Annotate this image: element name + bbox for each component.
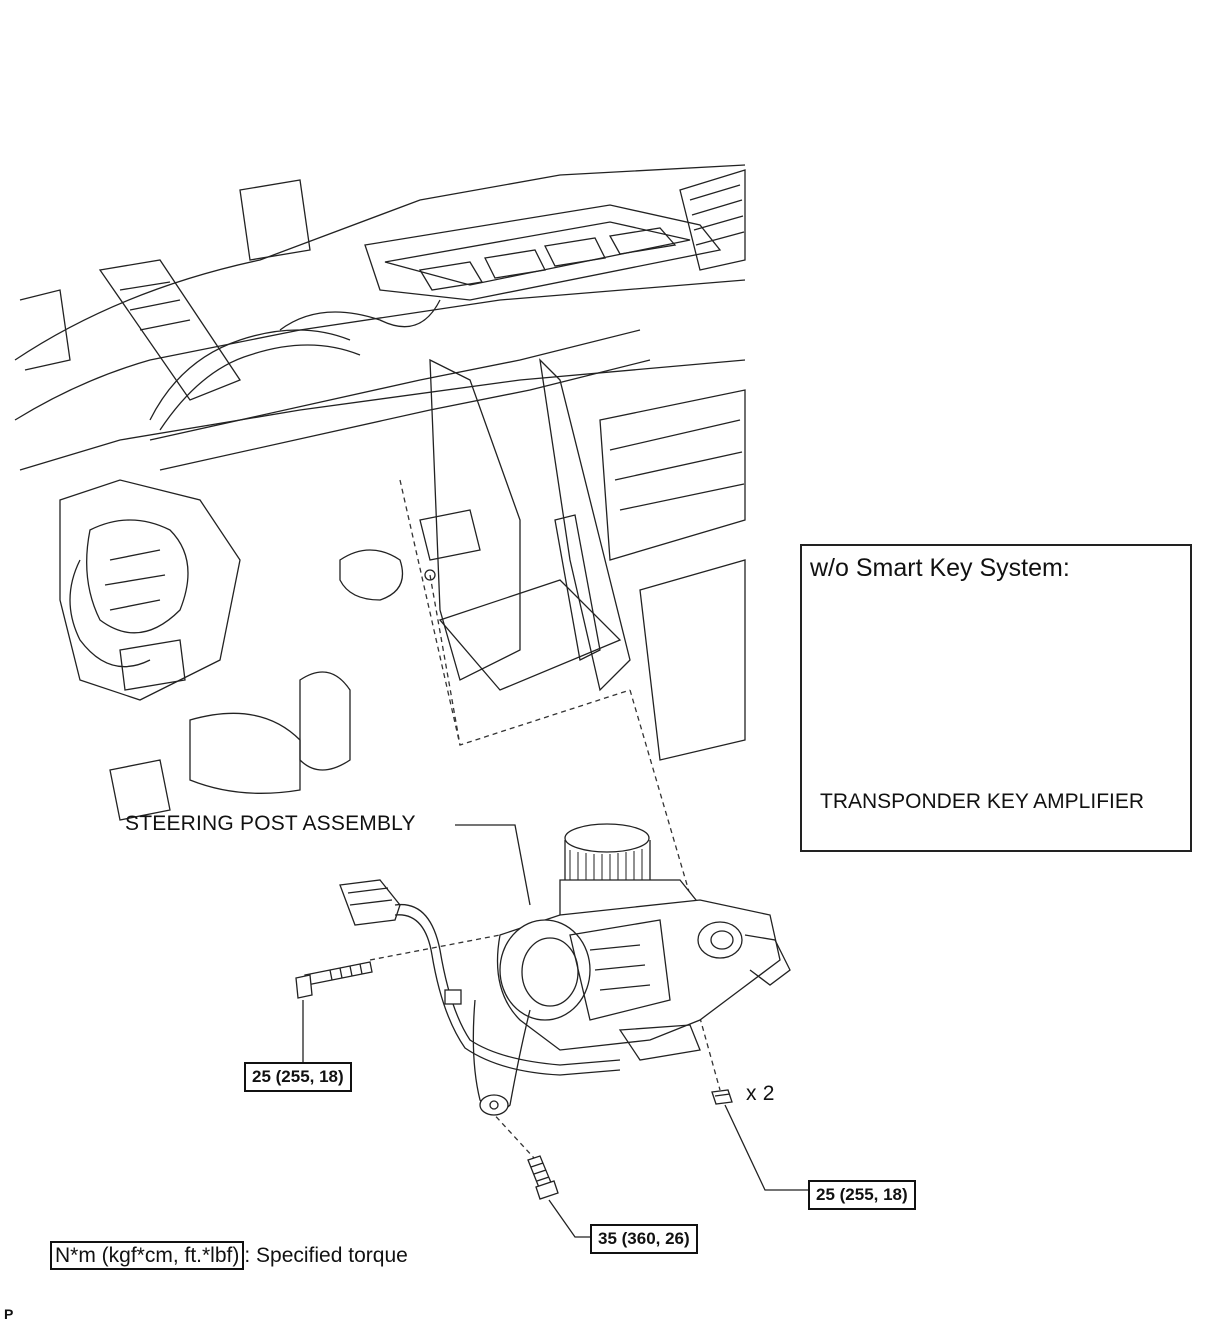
legend-unit-box: N*m (kgf*cm, ft.*lbf) bbox=[50, 1241, 245, 1270]
inset-panel: w/o Smart Key System: TRANSPONDER KEY AM… bbox=[800, 544, 1192, 852]
dashboard-drawing bbox=[14, 164, 746, 821]
torque-value-lower-bolt: 35 (360, 26) bbox=[590, 1224, 698, 1254]
steering-post-assembly-drawing bbox=[339, 823, 791, 1116]
inset-title: w/o Smart Key System: bbox=[810, 554, 1070, 582]
nut-part bbox=[711, 1089, 733, 1105]
corner-mark: P bbox=[4, 1306, 14, 1322]
leader-lines bbox=[302, 824, 808, 1238]
torque-legend: N*m (kgf*cm, ft.*lbf): Specified torque bbox=[50, 1241, 408, 1270]
alignment-lines bbox=[369, 479, 721, 1171]
torque-value-side-bolt: 25 (255, 18) bbox=[244, 1062, 352, 1092]
lower-bolt bbox=[527, 1155, 559, 1200]
torque-value-nut: 25 (255, 18) bbox=[808, 1180, 916, 1210]
legend-description: : Specified torque bbox=[244, 1244, 408, 1267]
transponder-key-amplifier-label: TRANSPONDER KEY AMPLIFIER bbox=[820, 790, 1145, 813]
steering-post-assembly-label: STEERING POST ASSEMBLY bbox=[125, 812, 416, 835]
side-bolt bbox=[295, 961, 373, 999]
bolt-quantity-label: x 2 bbox=[746, 1082, 775, 1105]
